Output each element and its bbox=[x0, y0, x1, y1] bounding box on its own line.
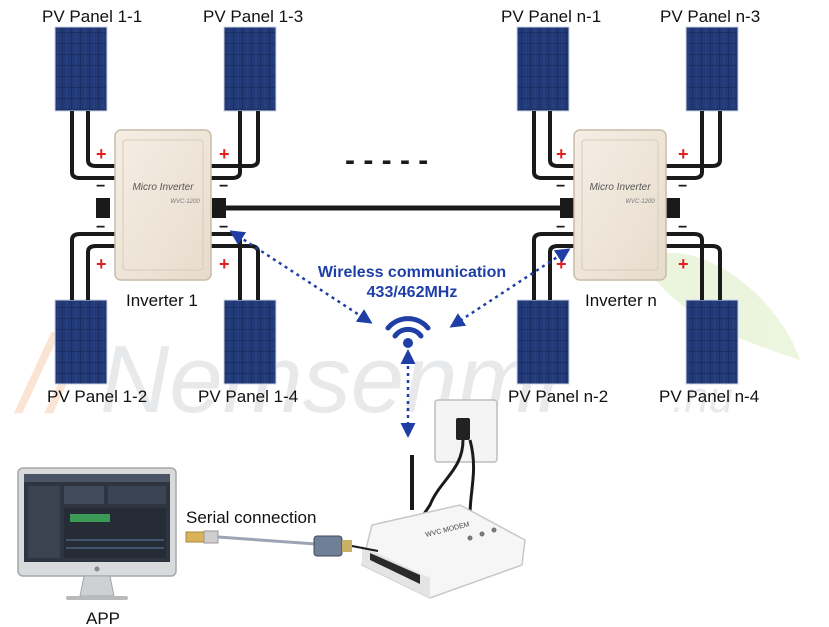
label-pv-panel-n-2: PV Panel n-2 bbox=[508, 387, 608, 406]
pv-panel-n-4 bbox=[685, 299, 739, 385]
ac-trunk-cable bbox=[96, 198, 680, 218]
inverter-n-title: Micro Inverter bbox=[589, 182, 651, 193]
label-pv-panel-1-4: PV Panel 1-4 bbox=[198, 387, 298, 406]
pv-panel-n-1 bbox=[516, 26, 570, 112]
svg-text:−: − bbox=[556, 219, 565, 236]
computer-monitor bbox=[17, 467, 177, 600]
svg-text:+: + bbox=[556, 144, 567, 164]
svg-text:−: − bbox=[556, 178, 565, 195]
svg-text:+: + bbox=[556, 254, 567, 274]
inverter-1-model: WVC-1200 bbox=[170, 199, 200, 205]
wireless-label-line2: 433/462MHz bbox=[367, 284, 458, 301]
pv-panel-1-1 bbox=[54, 26, 108, 112]
svg-text:−: − bbox=[96, 178, 105, 195]
svg-text:+: + bbox=[219, 144, 230, 164]
label-pv-panel-n-3: PV Panel n-3 bbox=[660, 7, 760, 26]
svg-text:−: − bbox=[219, 178, 228, 195]
svg-text:+: + bbox=[96, 144, 107, 164]
label-pv-panel-1-3: PV Panel 1-3 bbox=[203, 7, 303, 26]
label-pv-panel-n-4: PV Panel n-4 bbox=[659, 387, 759, 406]
serial-cable bbox=[185, 530, 379, 557]
labels: PV Panel 1-1 PV Panel 1-3 PV Panel n-1 P… bbox=[42, 7, 760, 627]
label-pv-panel-1-1: PV Panel 1-1 bbox=[42, 7, 142, 26]
svg-text:+: + bbox=[96, 254, 107, 274]
wireless-links bbox=[229, 230, 571, 438]
label-pv-panel-1-2: PV Panel 1-2 bbox=[47, 387, 147, 406]
label-inverter-1: Inverter 1 bbox=[126, 291, 198, 310]
svg-text:+: + bbox=[678, 144, 689, 164]
pv-panel-1-3 bbox=[223, 26, 277, 112]
label-app: APP bbox=[86, 609, 120, 627]
svg-text:−: − bbox=[96, 219, 105, 236]
pv-panel-n-3 bbox=[685, 26, 739, 112]
inverter-n-model: WVC-1200 bbox=[625, 199, 655, 205]
svg-text:−: − bbox=[219, 219, 228, 236]
wireless-signal-icon bbox=[385, 316, 431, 348]
wvc-modem: WVC MODEM bbox=[361, 455, 526, 599]
svg-text:+: + bbox=[219, 254, 230, 274]
more-inverters-ellipsis: - - - - - bbox=[345, 144, 428, 177]
label-serial-connection: Serial connection bbox=[186, 508, 316, 527]
micro-inverter-n: Micro Inverter WVC-1200 bbox=[573, 129, 667, 281]
micro-inverter-1: Micro Inverter WVC-1200 bbox=[114, 129, 212, 281]
label-pv-panel-n-1: PV Panel n-1 bbox=[501, 7, 601, 26]
pv-panel-n-2 bbox=[516, 299, 570, 385]
pv-panel-1-4 bbox=[223, 299, 277, 385]
svg-text:−: − bbox=[678, 178, 687, 195]
svg-text:+: + bbox=[678, 254, 689, 274]
svg-text:−: − bbox=[678, 219, 687, 236]
label-inverter-n: Inverter n bbox=[585, 291, 657, 310]
wall-socket bbox=[418, 399, 498, 521]
pv-panel-1-2 bbox=[54, 299, 108, 385]
inverter-1-title: Micro Inverter bbox=[132, 182, 194, 193]
wireless-label-line1: Wireless communication bbox=[318, 264, 506, 281]
